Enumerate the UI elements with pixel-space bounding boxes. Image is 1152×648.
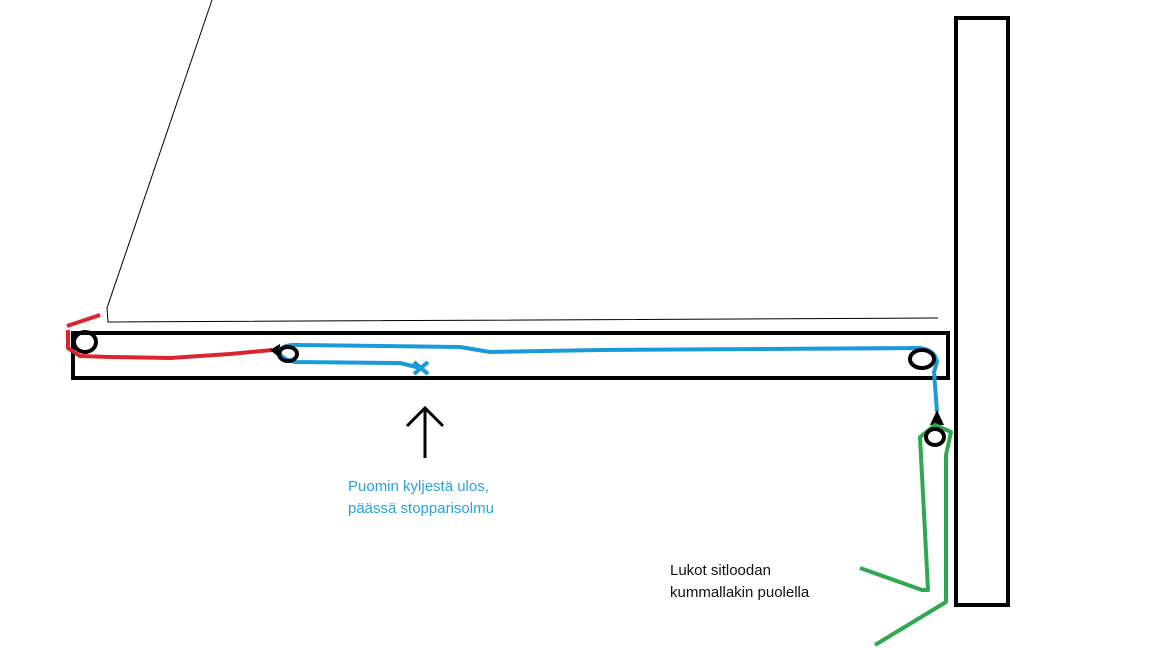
- pulley-boom-inner: [277, 345, 299, 363]
- locks-annotation: Lukot sitloodan kummallakin puolella: [670, 560, 809, 604]
- blue-green-knot: [930, 410, 944, 425]
- stopper-knot-x: [412, 360, 430, 376]
- side-exit-line1: Puomin kyljestä ulos,: [348, 478, 489, 495]
- red-line: [66, 330, 273, 360]
- pulley-boom-end: [72, 330, 98, 354]
- green-line: [859, 423, 953, 647]
- side-exit-line2: päässä stopparisolmu: [348, 500, 494, 517]
- side-exit-annotation: Puomin kyljestä ulos, päässä stopparisol…: [348, 476, 494, 520]
- red-line-end: [66, 313, 101, 328]
- sail-outline: [106, 0, 939, 323]
- pulley-mast: [924, 427, 946, 447]
- arrow-up-icon: [405, 405, 445, 458]
- locks-line2: kummallakin puolella: [670, 584, 810, 601]
- mast: [954, 16, 1010, 607]
- pulley-boom-mast: [908, 348, 936, 370]
- locks-line1: Lukot sitloodan: [670, 562, 771, 579]
- boom: [71, 331, 950, 380]
